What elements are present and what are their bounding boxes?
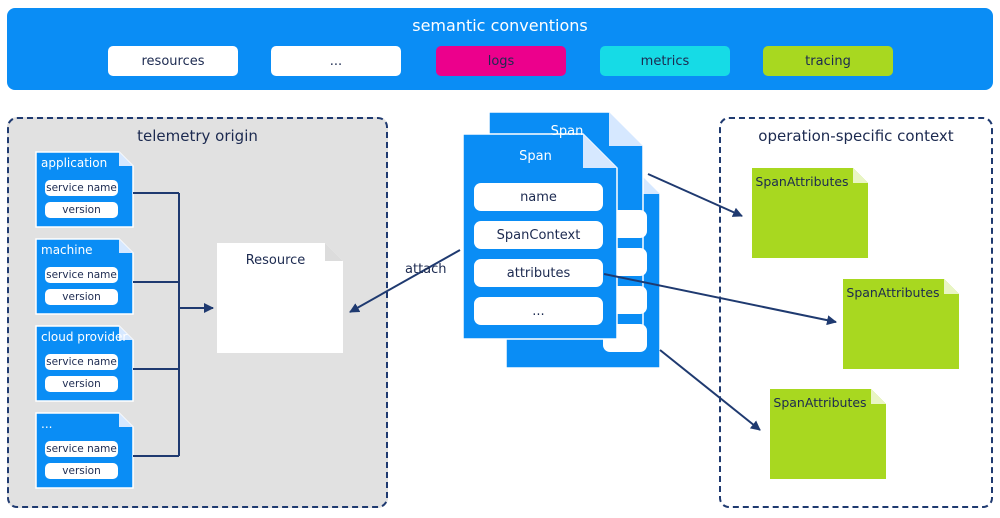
pill-logs: logs xyxy=(436,46,566,76)
card-field-service-name: service name xyxy=(45,180,118,196)
semantic-conventions-banner: semantic conventions resources ... logs … xyxy=(7,8,993,90)
attach-arrow xyxy=(349,249,461,313)
card-title: ... xyxy=(41,417,53,431)
span-field-ellipsis: ... xyxy=(474,297,603,325)
span-field-name: name xyxy=(474,183,603,211)
span-title: Span xyxy=(519,149,552,164)
span-attributes-label: SpanAttributes xyxy=(773,395,867,410)
pill-resources: resources xyxy=(108,46,238,76)
span-attributes-label: SpanAttributes xyxy=(755,174,849,189)
resource-document xyxy=(217,243,343,353)
span-attributes-3: SpanAttributes xyxy=(770,395,870,410)
attach-label: attach xyxy=(405,262,447,277)
origin-card-machine-content: machine service name version xyxy=(36,239,133,314)
banner-title: semantic conventions xyxy=(412,16,588,35)
span-attributes-doc-2 xyxy=(843,279,959,369)
span-attribute-arrows xyxy=(603,173,837,431)
span-attributes-doc-3 xyxy=(770,389,886,479)
span-attributes-2: SpanAttributes xyxy=(843,285,943,300)
origin-card-application-content: application service name version xyxy=(36,152,133,227)
pill-tracing: tracing xyxy=(763,46,893,76)
span-attributes-label: SpanAttributes xyxy=(846,285,940,300)
span-attributes-1: SpanAttributes xyxy=(752,174,852,189)
card-field-service-name: service name xyxy=(45,354,118,370)
card-title: application xyxy=(41,156,108,170)
telemetry-origin-title: telemetry origin xyxy=(137,127,258,145)
card-field-version: version xyxy=(45,376,118,392)
pill-metrics: metrics xyxy=(600,46,730,76)
card-title: machine xyxy=(41,243,93,257)
card-field-version: version xyxy=(45,202,118,218)
resource-label: Resource xyxy=(245,253,306,268)
operation-context-title: operation-specific context xyxy=(758,127,954,145)
span-attributes-doc-1 xyxy=(752,168,868,258)
origin-card-ellipsis-content: ... service name version xyxy=(36,413,133,488)
origin-to-resource-connectors xyxy=(133,192,214,457)
origin-card-cloud-provider-content: cloud provider service name version xyxy=(36,326,133,401)
span-back-title: Span xyxy=(550,124,584,139)
card-field-service-name: service name xyxy=(45,441,118,457)
card-title: cloud provider xyxy=(41,330,128,344)
span-front-content: Span name SpanContext attributes ... xyxy=(463,134,617,339)
span-field-attributes: attributes xyxy=(474,259,603,287)
card-field-version: version xyxy=(45,289,118,305)
card-field-service-name: service name xyxy=(45,267,118,283)
card-field-version: version xyxy=(45,463,118,479)
pill-ellipsis: ... xyxy=(271,46,401,76)
span-field-spancontext: SpanContext xyxy=(474,221,603,249)
